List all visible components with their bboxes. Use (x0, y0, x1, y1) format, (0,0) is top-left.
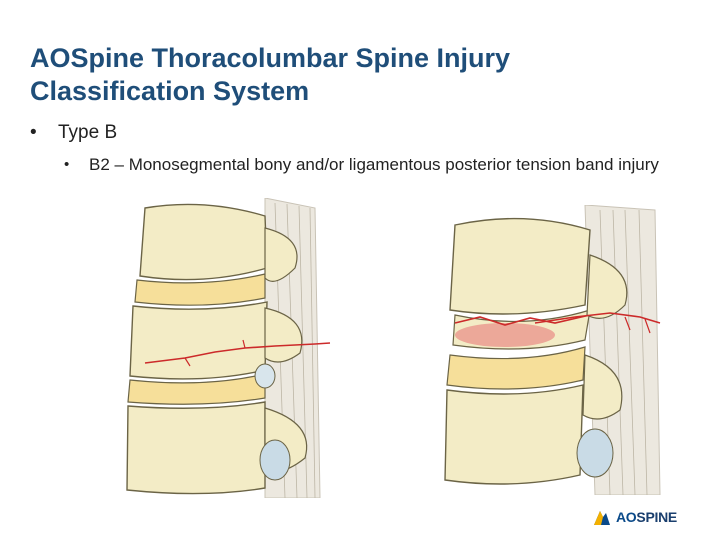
sub-bullet-text: B2 – Monosegmental bony and/or ligamento… (89, 155, 659, 174)
bullet-marker: • (30, 122, 37, 143)
bullet-b2-description: • B2 – Monosegmental bony and/or ligamen… (64, 153, 664, 176)
aospine-logo-icon (594, 511, 610, 525)
aospine-logo: AOSPINE (592, 505, 677, 529)
spine-illustration-lateral (115, 197, 345, 499)
spine-illustration-oblique (425, 204, 665, 496)
aospine-logo-text: AOSPINE (616, 509, 677, 525)
sub-bullet-marker: • (64, 156, 70, 173)
slide-title: AOSpine Thoracolumbar Spine Injury Class… (30, 43, 511, 106)
bullet-text: Type B (58, 122, 118, 143)
